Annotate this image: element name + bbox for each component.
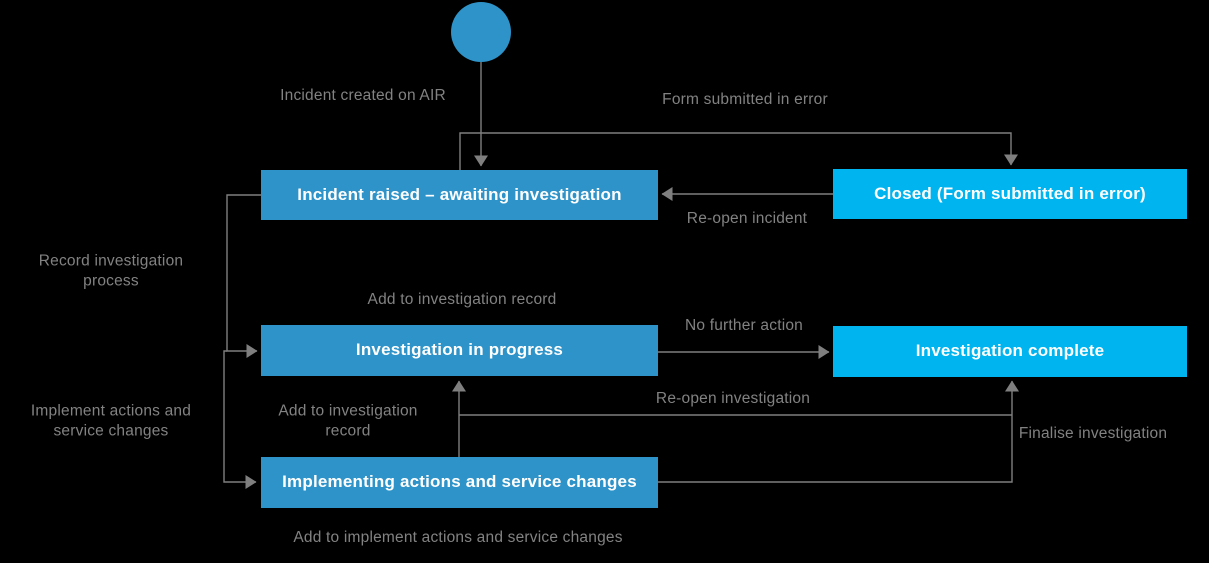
edge-label-reopen-investigation: Re-open investigation — [655, 389, 811, 407]
edge-label-finalise-investigation: Finalise investigation — [1018, 424, 1168, 442]
edge-label-incident-created: Incident created on AIR — [280, 86, 446, 104]
connector-record-investigation-process — [226, 194, 261, 358]
connector-form-submitted-in-error — [459, 132, 1018, 170]
edge-label-form-submitted: Form submitted in error — [662, 90, 828, 108]
edge-label-no-further-action: No further action — [685, 316, 803, 334]
node-implementing-actions: Implementing actions and service changes — [261, 457, 658, 508]
connector-implement-actions — [223, 350, 257, 489]
node-investigation-in-progress-label: Investigation in progress — [355, 340, 564, 360]
node-investigation-in-progress: Investigation in progress — [261, 325, 658, 376]
node-closed: Closed (Form submitted in error) — [833, 169, 1187, 219]
node-implementing-actions-label: Implementing actions and service changes — [282, 472, 637, 492]
node-closed-label: Closed (Form submitted in error) — [874, 183, 1146, 203]
edge-label-add-to-implement-actions: Add to implement actions and service cha… — [293, 528, 623, 546]
edge-label-add-to-investigation-record-top: Add to investigation record — [367, 290, 557, 308]
node-investigation-complete: Investigation complete — [833, 326, 1187, 377]
edge-label-implement-actions: Implement actions and service changes — [30, 402, 192, 440]
node-incident-raised-label: Incident raised – awaiting investigation — [297, 184, 622, 204]
start-node — [451, 2, 511, 62]
node-incident-raised: Incident raised – awaiting investigation — [261, 170, 658, 220]
edge-label-record-investigation: Record investigation process — [38, 252, 184, 290]
edge-label-add-to-investigation-record-side: Add to investigation record — [278, 402, 418, 440]
node-investigation-complete-label: Investigation complete — [915, 341, 1105, 361]
edge-label-reopen-incident: Re-open incident — [686, 209, 808, 227]
